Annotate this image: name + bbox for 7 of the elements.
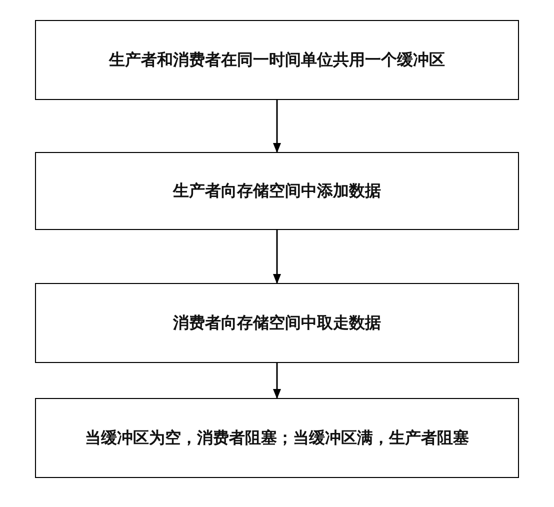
arrow — [273, 230, 281, 284]
process-box: 当缓冲区为空，消费者阻塞；当缓冲区满，生产者阻塞 — [35, 398, 519, 478]
process-box: 消费者向存储空间中取走数据 — [35, 283, 519, 363]
process-box: 生产者向存储空间中添加数据 — [35, 152, 519, 230]
process-box: 生产者和消费者在同一时间单位共用一个缓冲区 — [35, 20, 519, 100]
arrow — [273, 363, 281, 399]
arrow — [273, 100, 281, 153]
